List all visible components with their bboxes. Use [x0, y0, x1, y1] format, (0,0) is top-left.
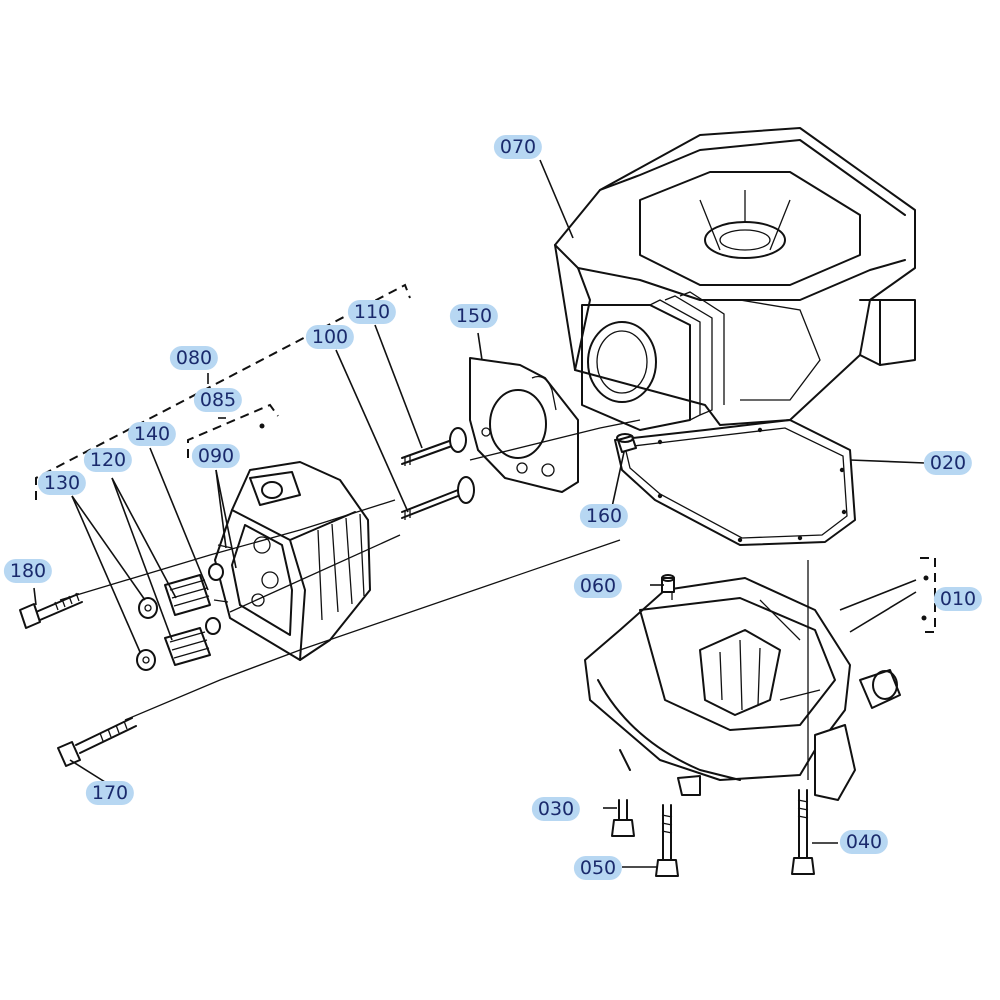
crankcase-part [554, 127, 916, 431]
crankcase-cover-part [584, 577, 901, 801]
callout-110[interactable]: 110 [347, 300, 397, 324]
assembly-axis-lines [59, 419, 809, 780]
callout-070[interactable]: 070 [493, 135, 543, 159]
callout-100[interactable]: 100 [305, 325, 355, 349]
callout-090[interactable]: 090 [191, 444, 241, 468]
callout-130[interactable]: 130 [37, 471, 87, 495]
group-bracket-010 [920, 557, 936, 633]
crankcase-gasket-part [614, 419, 856, 546]
valve-stem-seals-part [205, 563, 224, 635]
group-bracket-080 [35, 283, 411, 500]
callout-060[interactable]: 060 [573, 574, 623, 598]
spring-retainers-part [136, 597, 158, 671]
callout-080[interactable]: 080 [169, 346, 219, 370]
callout-010[interactable]: 010 [933, 587, 983, 611]
group-bracket-085 [187, 403, 279, 458]
head-gasket-part [469, 357, 579, 493]
callout-140[interactable]: 140 [127, 422, 177, 446]
leader-lines [33, 159, 926, 868]
callout-050[interactable]: 050 [573, 856, 623, 880]
callout-040[interactable]: 040 [839, 830, 889, 854]
callout-030[interactable]: 030 [531, 797, 581, 821]
cover-bolt-050-part [655, 804, 679, 877]
cover-dowel-060-part [661, 574, 675, 593]
cover-bolt-040-part [791, 789, 815, 875]
callout-180[interactable]: 180 [3, 559, 53, 583]
callout-085[interactable]: 085 [193, 388, 243, 412]
valve-100-part [401, 476, 475, 520]
head-bolt-180-part [19, 592, 83, 629]
cover-bolt-030-part [611, 799, 635, 837]
callout-170[interactable]: 170 [85, 781, 135, 805]
callout-160[interactable]: 160 [579, 504, 629, 528]
cover-screw-dots [259, 423, 929, 621]
callout-150[interactable]: 150 [449, 304, 499, 328]
lower-valve-spring-part [164, 627, 211, 666]
valve-110-part [401, 427, 467, 466]
callout-120[interactable]: 120 [83, 448, 133, 472]
gasket-bolt-holes [657, 427, 847, 543]
dowel-pin-part [616, 433, 637, 453]
head-bolt-170-part [57, 717, 137, 767]
upper-valve-spring-part [164, 574, 211, 616]
cylinder-head-part [213, 461, 371, 661]
callout-020[interactable]: 020 [923, 451, 973, 475]
